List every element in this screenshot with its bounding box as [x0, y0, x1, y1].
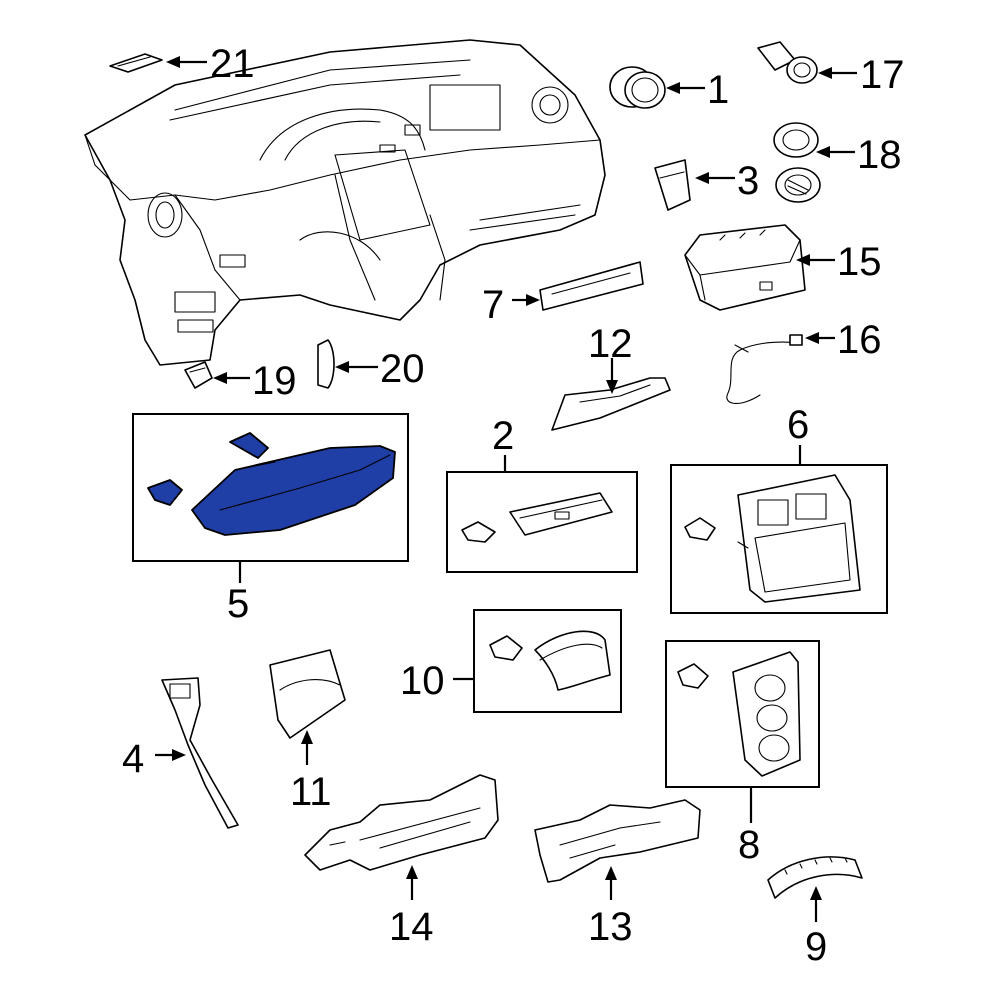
part-19[interactable] [184, 361, 213, 389]
callout-box-10 [473, 609, 622, 713]
callout-7: 7 [482, 283, 504, 327]
callout-6: 6 [787, 403, 809, 447]
part-1[interactable] [609, 66, 666, 109]
part-5-clip-top [229, 432, 269, 459]
part-5-clip-left [147, 479, 183, 506]
callout-21: 21 [210, 42, 255, 86]
callout-5: 5 [227, 582, 249, 626]
part-13[interactable] [534, 799, 701, 883]
callout-2: 2 [492, 414, 514, 458]
part-7[interactable] [539, 261, 644, 311]
part-18[interactable] [773, 122, 821, 203]
callout-1: 1 [707, 68, 729, 112]
callout-11: 11 [290, 770, 332, 814]
part-5-cover [191, 445, 396, 536]
callout-16: 16 [837, 318, 882, 362]
callout-box-8 [665, 640, 820, 788]
part-10[interactable] [489, 630, 611, 691]
callout-10: 10 [400, 659, 445, 703]
part-8[interactable] [677, 651, 801, 777]
callout-18: 18 [857, 133, 902, 177]
part-5-highlighted[interactable] [147, 432, 396, 536]
part-3[interactable] [654, 159, 691, 211]
callout-box-6 [670, 464, 888, 614]
callout-box-2 [446, 471, 638, 573]
callout-13: 13 [588, 905, 633, 949]
part-14[interactable] [304, 774, 499, 871]
part-4[interactable] [161, 677, 239, 829]
callout-20: 20 [380, 347, 425, 391]
callout-19: 19 [252, 359, 297, 403]
part-12[interactable] [551, 377, 671, 431]
part-21[interactable] [109, 53, 163, 73]
part-6[interactable] [684, 474, 861, 603]
part-17[interactable] [757, 41, 818, 84]
part-16[interactable] [726, 334, 803, 404]
callout-15: 15 [837, 240, 882, 284]
part-20[interactable] [317, 339, 335, 389]
part-2[interactable] [461, 492, 613, 543]
callout-8: 8 [738, 823, 760, 867]
callout-9: 9 [805, 925, 827, 969]
callout-14: 14 [389, 905, 434, 949]
callout-3: 3 [737, 159, 759, 203]
part-11[interactable] [269, 649, 346, 739]
callout-17: 17 [860, 53, 905, 97]
callout-box-5 [132, 413, 409, 562]
callout-12: 12 [588, 322, 633, 366]
callout-4: 4 [122, 737, 144, 781]
part-9[interactable] [767, 856, 863, 899]
part-15[interactable] [684, 224, 806, 311]
instrument-panel-part[interactable] [84, 39, 606, 366]
